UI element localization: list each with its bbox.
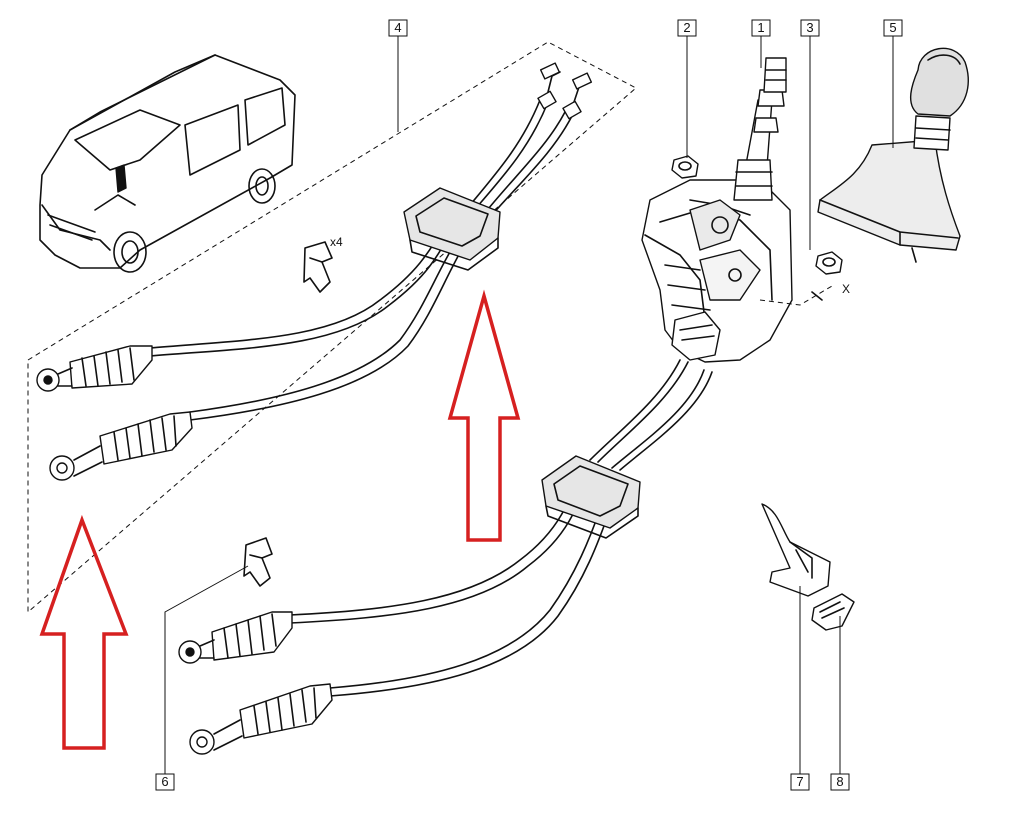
- gear-knob-boot: [817, 47, 969, 263]
- highlight-arrow-lower: [39, 514, 129, 750]
- svg-text:5: 5: [889, 20, 896, 35]
- callout-4: 4: [388, 19, 408, 37]
- assembly-outline-dashed: [27, 41, 637, 614]
- lower-cable-assembly: [178, 359, 713, 755]
- svg-text:8: 8: [836, 774, 843, 789]
- cable-clip-icon: x4: [303, 235, 343, 293]
- clip-quantity-label: x4: [330, 235, 343, 249]
- callout-5: 5: [883, 19, 903, 37]
- callout-7: 7: [790, 773, 810, 791]
- van-illustration: [39, 54, 296, 273]
- callout-2: 2: [677, 19, 697, 37]
- gear-shifter-mechanism: [641, 57, 793, 363]
- callout-3: 3: [800, 19, 820, 37]
- callout-leaders: [164, 36, 894, 774]
- highlight-arrow-upper: [447, 289, 521, 542]
- clip-icon: [811, 593, 855, 631]
- nut-icon: [815, 251, 843, 275]
- upper-cable-assembly: [36, 62, 593, 481]
- callout-6: 6: [155, 773, 175, 791]
- svg-text:2: 2: [683, 20, 690, 35]
- bracket-icon: [761, 503, 831, 597]
- axis-marker-label: X: [842, 282, 850, 296]
- lower-clip-icon: [243, 537, 273, 587]
- svg-text:7: 7: [796, 774, 803, 789]
- callout-8: 8: [830, 773, 850, 791]
- svg-text:4: 4: [394, 20, 401, 35]
- svg-text:1: 1: [757, 20, 764, 35]
- svg-text:6: 6: [161, 774, 168, 789]
- callout-1: 1: [751, 19, 771, 37]
- svg-text:3: 3: [806, 20, 813, 35]
- nut-icon: [671, 155, 699, 179]
- axis-marker: X: [759, 282, 850, 306]
